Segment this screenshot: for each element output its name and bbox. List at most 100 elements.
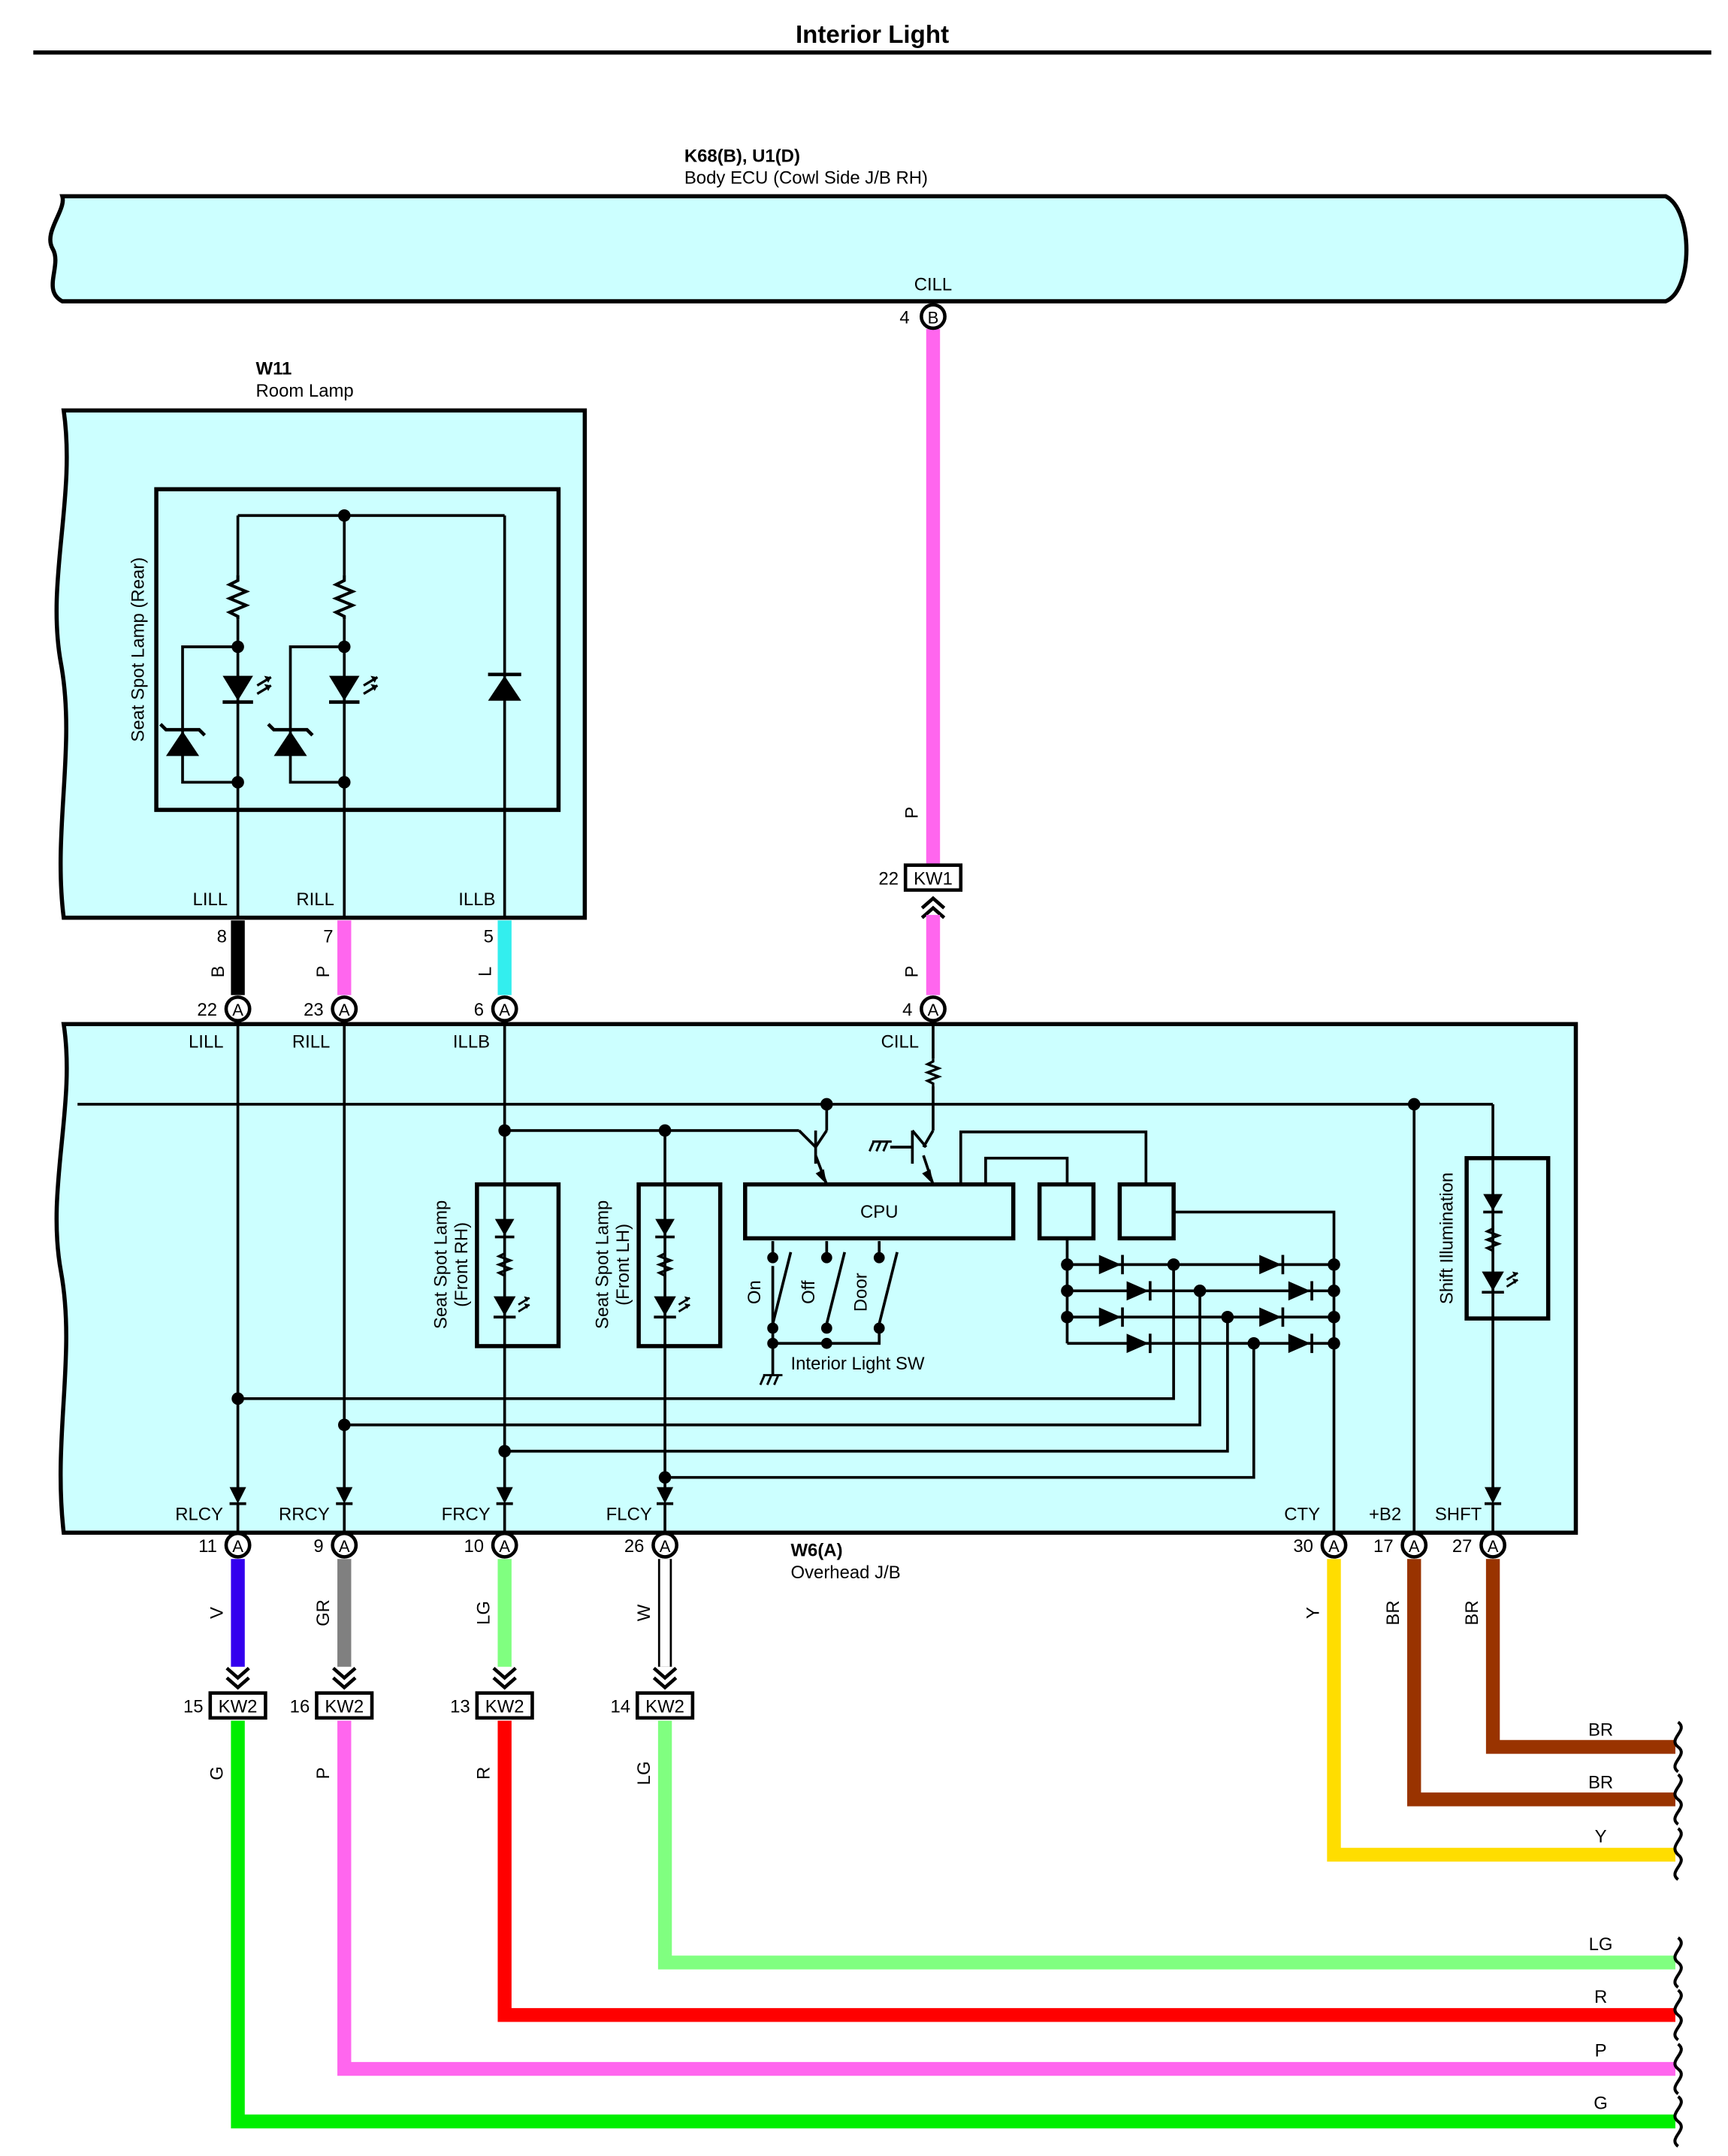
jb-bconn-a-3: A (499, 1537, 510, 1556)
jb-internal-wiring (77, 1021, 1494, 1533)
kw2-label-4: KW2 (645, 1696, 684, 1717)
jb-top-pin-23: 23 (304, 1000, 324, 1020)
shift-illumination-label: Shift Illumination (1437, 1173, 1458, 1304)
jb-bconn-a-2: A (339, 1537, 350, 1556)
jb-conn-a-3: A (499, 1001, 510, 1019)
jb-bconn-a-5: A (1328, 1537, 1340, 1556)
wire-code-w: W (634, 1604, 654, 1621)
kw2-pin-16: 16 (290, 1696, 310, 1717)
wire-code-ecu-lower: P (902, 965, 923, 977)
jb-top-connectors (224, 995, 947, 1022)
seat-spot-lamp-rear-label: Seat Spot Lamp (Rear) (128, 557, 148, 742)
wire-lg-lower (657, 1720, 1675, 1970)
wire-code-r: R (473, 1767, 494, 1780)
jb-bconn-a-6: A (1409, 1537, 1420, 1556)
room-lamp-box (54, 408, 588, 920)
jb-terminal-shft: SHFT (1435, 1505, 1482, 1525)
kw2-pin-13: 13 (450, 1696, 470, 1717)
kw2-label-2: KW2 (325, 1696, 364, 1717)
room-lamp-internal-circuit (181, 514, 506, 918)
body-ecu-box (48, 194, 1689, 303)
jb-terminal-lill: LILL (189, 1032, 224, 1052)
jb-bottom-pin-17: 17 (1373, 1536, 1394, 1557)
jb-bconn-a-1: A (232, 1537, 243, 1556)
wire-code-p-room: P (313, 965, 334, 977)
wire-y-cty (1327, 1559, 1675, 1862)
overhead-jb-code: W6(A) (790, 1541, 842, 1561)
wire-code-ecu-upper: P (902, 807, 923, 819)
seat-spot-lamp-rear-box (154, 487, 561, 812)
wire-code-v: V (207, 1607, 227, 1619)
wire-br-b2 (1407, 1559, 1675, 1807)
jb-terminal-rill: RILL (292, 1032, 331, 1052)
room-lamp-name: Room Lamp (256, 381, 354, 401)
wire-code-y: Y (1303, 1607, 1323, 1619)
body-ecu-name: Body ECU (Cowl Side J/B RH) (684, 168, 928, 189)
jb-bconn-a-4: A (660, 1537, 671, 1556)
room-pin-7: 7 (323, 927, 333, 947)
jb-bottom-pin-10: 10 (464, 1536, 484, 1557)
wire-code-gr: GR (313, 1599, 334, 1626)
wire-code-br-2: BR (1462, 1600, 1482, 1625)
kw2-connectors (208, 1691, 695, 1720)
shift-illumination-box (1464, 1155, 1551, 1321)
relay-box-1 (1037, 1182, 1096, 1241)
wire-code-lg-lower: LG (634, 1761, 654, 1785)
wire-br-shft (1485, 1559, 1675, 1754)
jb-terminal-rlcy: RLCY (175, 1505, 223, 1525)
front-rh-lamp-label-2: (Front RH) (452, 1222, 472, 1307)
right-label-br-2: BR (1588, 1773, 1613, 1793)
right-label-g: G (1594, 2093, 1608, 2113)
right-label-lg: LG (1589, 1934, 1613, 1955)
jb-terminal-frcy: FRCY (442, 1505, 491, 1525)
right-label-y: Y (1595, 1826, 1607, 1846)
switch-label-off: Off (799, 1280, 819, 1304)
kw2-pin-14: 14 (610, 1696, 630, 1717)
room-pin-5: 5 (484, 927, 494, 947)
kw2-pin-15: 15 (183, 1696, 204, 1717)
jb-terminal-b2: +B2 (1369, 1505, 1401, 1525)
right-label-p: P (1595, 2041, 1607, 2061)
relay-box-2 (1117, 1182, 1176, 1241)
body-ecu-code: K68(B), U1(D) (684, 146, 800, 166)
switch-label-door: Door (851, 1273, 872, 1312)
jb-terminal-flcy: FLCY (606, 1505, 652, 1525)
connector-kw1-label: KW1 (914, 868, 953, 889)
wire-code-lg-upper: LG (473, 1601, 494, 1625)
jb-bottom-connectors (224, 1531, 1507, 1559)
jb-top-pin-4: 4 (902, 1000, 912, 1020)
continuation-break-marks (1673, 1720, 1683, 2148)
interior-light-sw-label: Interior Light SW (790, 1354, 924, 1374)
wire-p-lower (337, 1720, 1675, 2076)
jb-conn-a-1: A (232, 1001, 243, 1019)
wire-r (497, 1720, 1675, 2022)
connector-b-label: B (928, 309, 939, 328)
jb-switch-ground (759, 1140, 892, 1386)
front-lh-lamp-label-1: Seat Spot Lamp (593, 1200, 613, 1329)
jb-conn-a-4: A (928, 1001, 939, 1019)
jb-transistor-arrows (815, 1169, 933, 1185)
wire-code-g: G (207, 1766, 227, 1780)
room-pin-8: 8 (217, 927, 227, 947)
jb-terminal-cill: CILL (881, 1032, 920, 1052)
front-lh-lamp-label-2: (Front LH) (613, 1224, 633, 1306)
jb-terminal-rrcy: RRCY (279, 1505, 330, 1525)
body-ecu-terminal-cill: CILL (914, 274, 953, 294)
cpu-box (743, 1182, 1016, 1241)
right-label-r: R (1594, 1987, 1607, 2007)
wire-code-p-lower: P (313, 1767, 334, 1779)
jb-bottom-pin-9: 9 (313, 1536, 323, 1557)
cpu-label: CPU (860, 1202, 898, 1222)
wire-code-b: B (208, 965, 228, 977)
room-lamp-terminal-lill: LILL (193, 889, 228, 910)
seat-spot-lamp-front-lh-box (636, 1182, 723, 1348)
jb-bottom-pin-26: 26 (624, 1536, 645, 1557)
room-lamp-terminal-rill: RILL (296, 889, 334, 910)
front-rh-lamp-label-1: Seat Spot Lamp (430, 1200, 451, 1329)
overhead-jb-box (54, 1022, 1578, 1535)
room-lamp-code: W11 (256, 359, 292, 379)
jb-top-pin-6: 6 (474, 1000, 484, 1020)
connector-kw1 (903, 863, 963, 892)
room-lamp-terminal-illb: ILLB (458, 889, 495, 910)
